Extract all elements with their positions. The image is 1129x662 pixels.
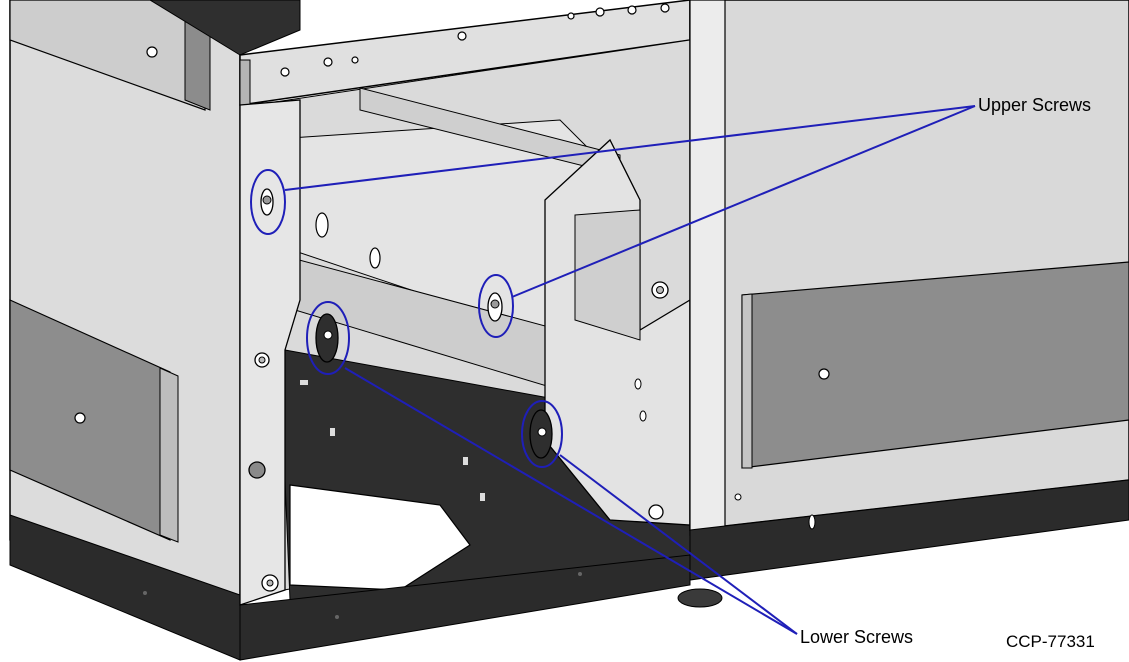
top-frame [149,0,691,111]
lower-screw-right [529,409,553,459]
lower-screws-label: Lower Screws [800,627,914,647]
callout-circle-upper-right [478,274,514,338]
right-bracket [544,138,691,526]
callouts [250,105,976,635]
right-cabinet-panel [689,0,1129,581]
upper-screws-label: Upper Screws [978,95,1092,115]
figure-id: CCP-77331 [1006,632,1095,651]
screw-icon [74,412,86,424]
left-cabinet-panel [9,0,241,661]
leader-line [284,105,976,191]
screw-holes [260,188,553,459]
callout-circle-lower-right [521,400,563,468]
screw-icon [146,46,158,58]
leader-line [511,105,976,298]
leader-line [344,367,798,635]
callout-circle-upper-left [250,169,286,235]
leader-line [559,454,798,635]
upper-screw-left [260,188,274,216]
front-base [143,554,723,661]
screw-icon [818,368,830,380]
lower-screw-left [315,313,339,363]
callout-circle-lower-left [306,301,350,375]
upper-screw-right [487,292,503,322]
